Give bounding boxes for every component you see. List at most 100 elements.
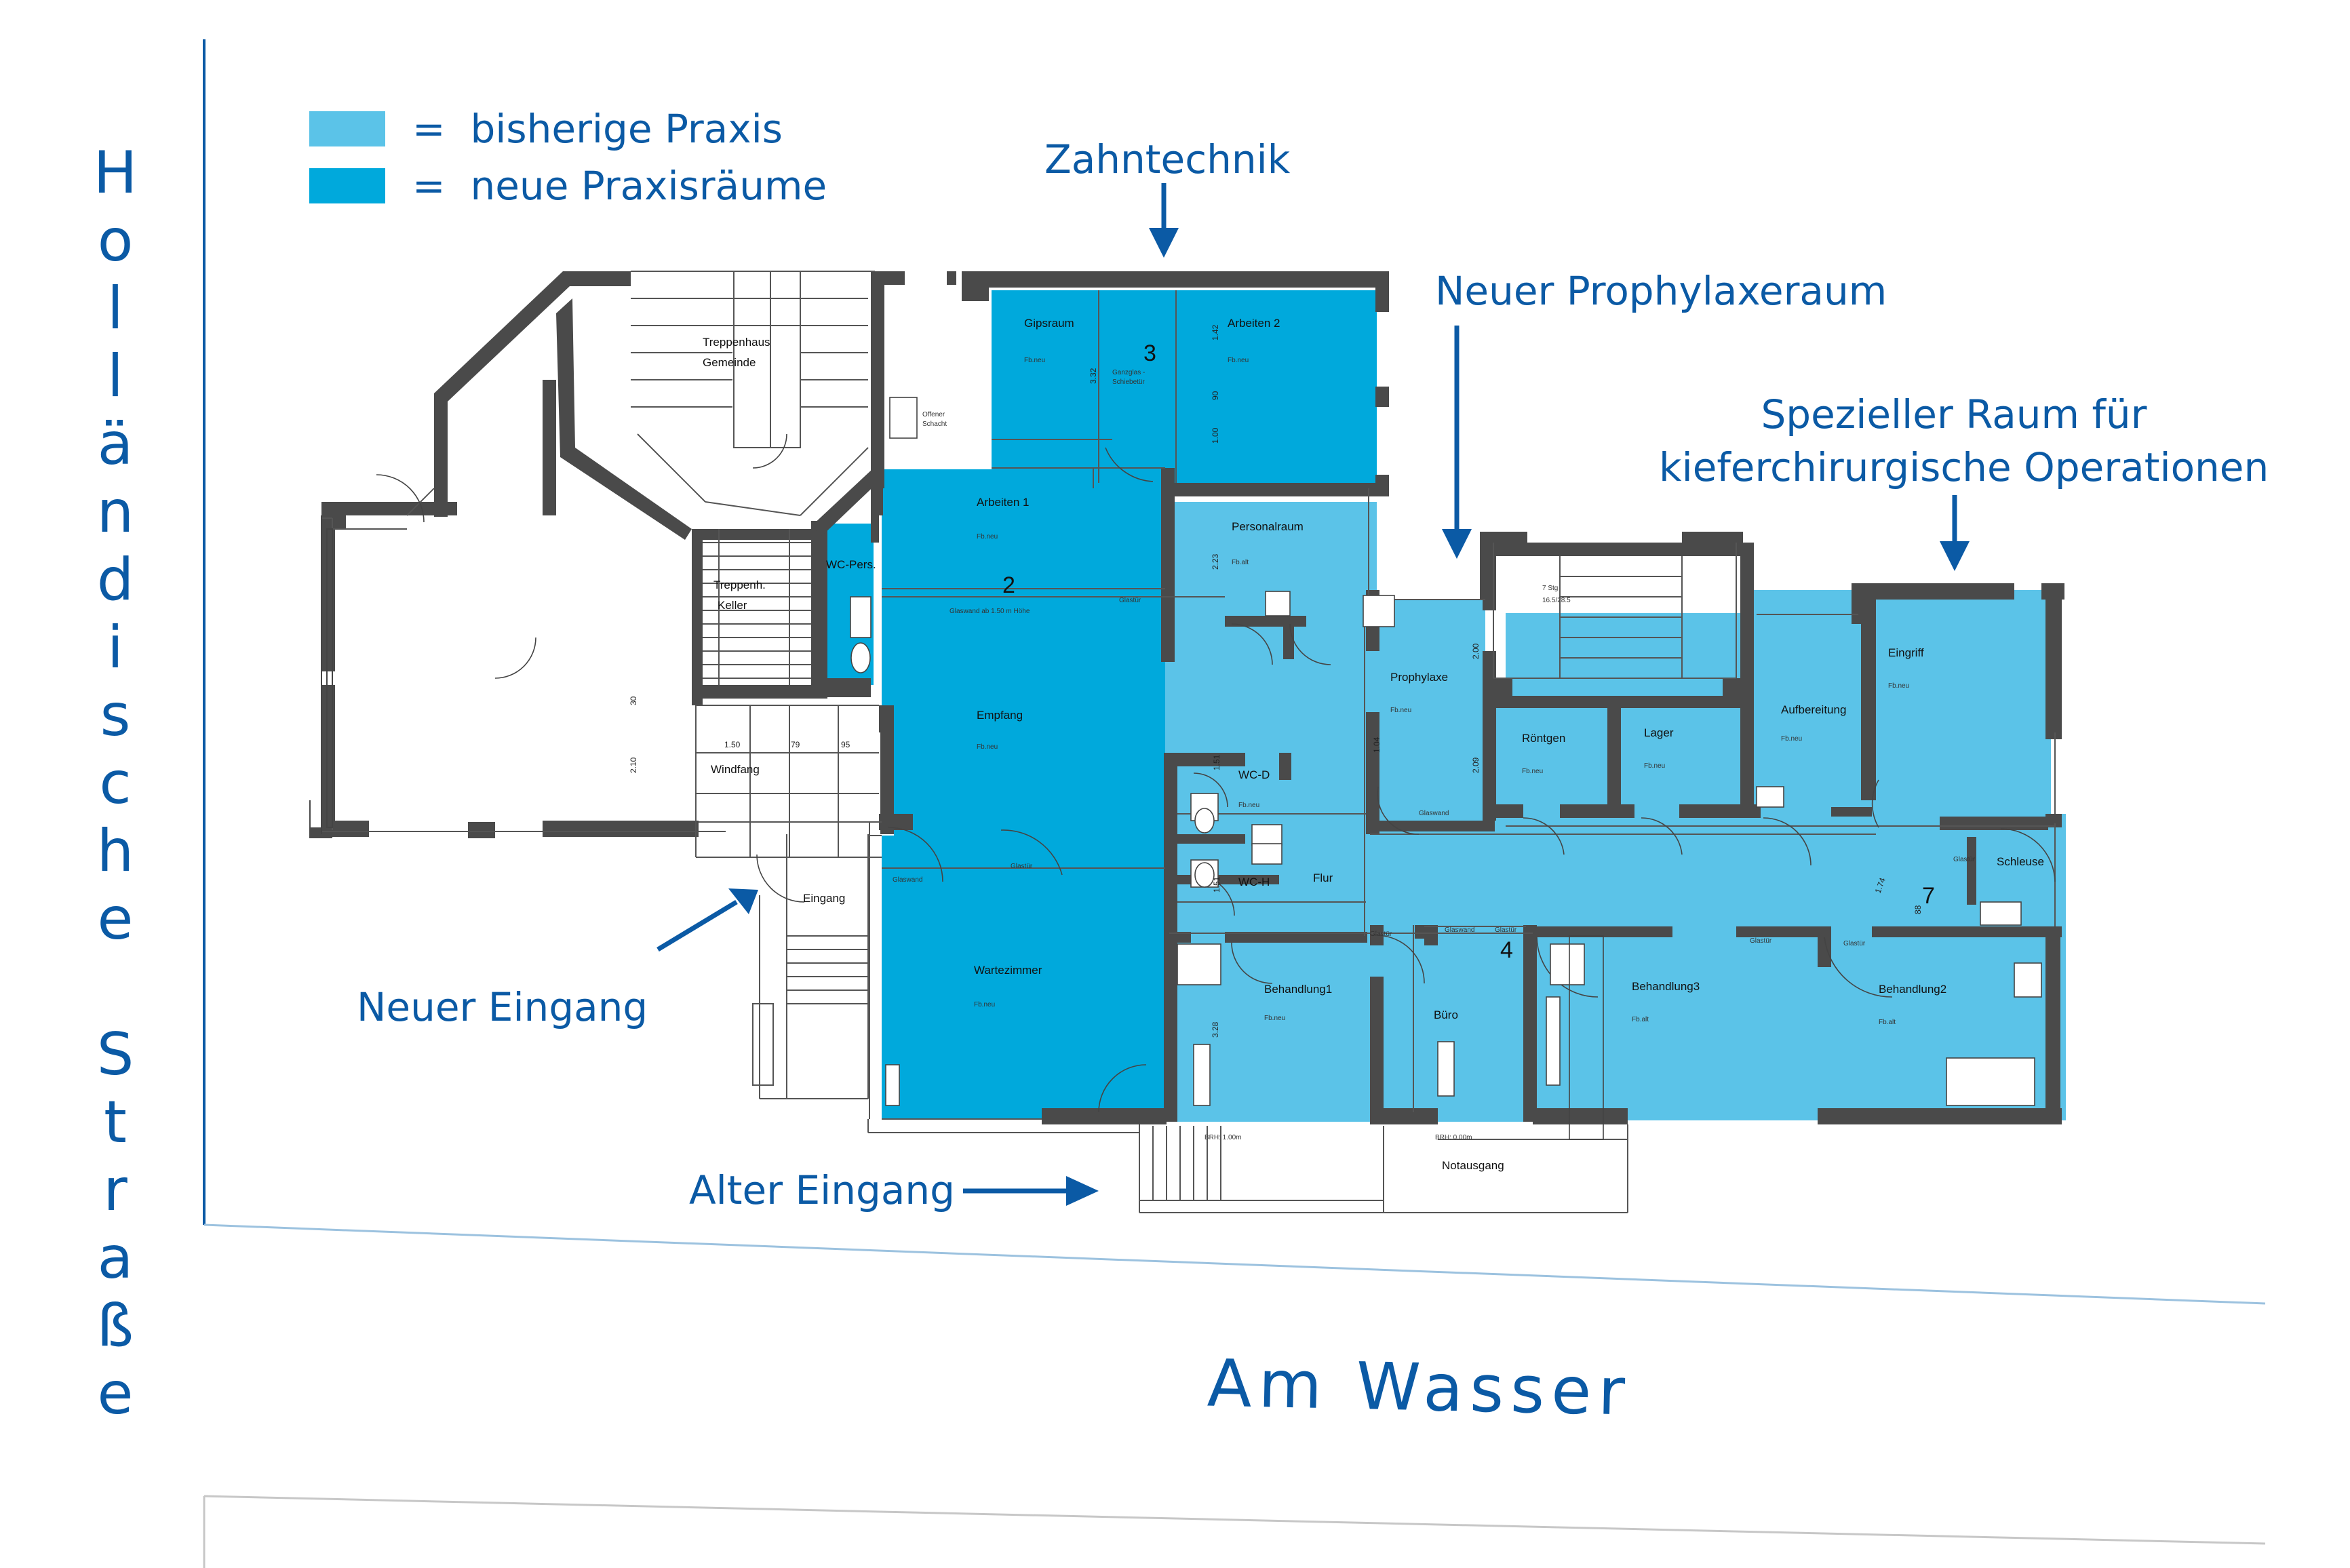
street-line-upper xyxy=(203,1223,2266,1305)
fb-label: Fb.alt xyxy=(1879,1019,1896,1026)
label-offener-schacht-2: Schacht xyxy=(922,420,947,428)
area-eingriff xyxy=(1876,597,2051,829)
label-empfang: Empfang xyxy=(977,709,1023,722)
label-arbeiten2: Arbeiten 2 xyxy=(1228,317,1280,330)
fb-label: Fb.neu xyxy=(1024,357,1045,364)
dim-label: 2.10 xyxy=(629,757,638,773)
street-letter: e xyxy=(97,1360,134,1428)
street-letter: h xyxy=(96,817,134,885)
label-flur: Flur xyxy=(1313,871,1333,884)
street-letter: s xyxy=(100,682,131,749)
room-number: 7 xyxy=(1922,883,1935,909)
area-zahntechnik xyxy=(992,290,1377,486)
label-lager: Lager xyxy=(1644,726,1674,739)
note-glastuer: Glastür xyxy=(1495,926,1517,934)
dim-label: 1.00 xyxy=(1211,427,1220,444)
notes: Glaswand ab 1.50 m Höhe Glastür Glastür … xyxy=(893,369,1976,1141)
label-eingriff: Eingriff xyxy=(1888,646,1924,659)
label-behandlung1: Behandlung1 xyxy=(1264,983,1332,996)
dim-label: 3.28 xyxy=(1211,1021,1220,1038)
arrow-neuer-eingang xyxy=(657,888,758,952)
left-building xyxy=(321,515,333,834)
callout-neuer-eingang: Neuer Eingang xyxy=(357,984,648,1030)
label-aufbereitung: Aufbereitung xyxy=(1781,703,1846,716)
fb-label: Fb.alt xyxy=(1632,1016,1649,1023)
fb-label: Fb.neu xyxy=(1390,707,1411,714)
street-letter: t xyxy=(104,1089,127,1156)
room-number: 3 xyxy=(1143,340,1156,366)
label-arbeiten1: Arbeiten 1 xyxy=(977,496,1030,509)
label-notausgang: Notausgang xyxy=(1442,1159,1504,1172)
area-arbeiten1-empfang-wartezimmer xyxy=(882,469,1165,1119)
street-line-lower xyxy=(203,1495,2266,1545)
fb-label: Fb.neu xyxy=(977,743,998,751)
note-glaswand: Glaswand xyxy=(1419,810,1449,817)
street-letter: n xyxy=(96,478,134,546)
fb-label: Fb.neu xyxy=(1781,735,1802,743)
fb-label: Fb.neu xyxy=(974,1001,995,1008)
fb-label: Fb.neu xyxy=(977,533,998,541)
dim-label: 1.50 xyxy=(724,740,741,749)
label-behandlung2: Behandlung2 xyxy=(1879,983,1946,996)
fb-label: Fb.neu xyxy=(1644,762,1665,770)
fb-labels: Fb.neu Fb.neu Fb.neu Fb.alt Fb.neu Fb.ne… xyxy=(974,357,1909,1026)
label-treppenh-keller-2: Keller xyxy=(718,599,747,612)
callout-prophylaxe: Neuer Prophylaxeraum xyxy=(1435,268,1887,314)
street-letter: ß xyxy=(96,1292,134,1360)
street-letter: a xyxy=(97,1224,134,1292)
note-ganzglas-2: Schiebetür xyxy=(1112,378,1145,386)
label-wc-h: WC-H xyxy=(1238,876,1270,888)
label-offener-schacht-1: Offener xyxy=(922,411,945,418)
callout-spezial: Spezieller Raum für kieferchirurgische O… xyxy=(1659,388,2269,494)
callout-zahntechnik: Zahntechnik xyxy=(1044,136,1291,182)
street-letter: o xyxy=(97,207,134,275)
street-letter: H xyxy=(93,139,138,207)
legend-item-neue: = neue Praxisräume xyxy=(309,163,827,209)
street-letter: l xyxy=(107,342,123,410)
dim-label: 2.23 xyxy=(1211,553,1220,570)
room-number: 2 xyxy=(1002,572,1015,598)
fixtures xyxy=(850,397,2042,1140)
note-glastuer: Glastür xyxy=(1119,597,1141,604)
callout-spezial-line2: kieferchirurgische Operationen xyxy=(1659,444,2269,491)
label-wc-pers: WC-Pers. xyxy=(826,558,876,571)
dim-label: 1.04 xyxy=(1372,737,1382,753)
dim-label: 79 xyxy=(791,740,800,749)
dim-label: 1.51 xyxy=(1212,876,1221,893)
door-swings xyxy=(376,433,2056,1113)
note-glastuer: Glastür xyxy=(1843,940,1866,947)
street-letter: d xyxy=(96,546,134,614)
label-buero: Büro xyxy=(1434,1008,1458,1021)
fb-label: Fb.neu xyxy=(1522,768,1543,775)
note-stg-dim: 16.5/28.5 xyxy=(1542,597,1571,604)
note-glaswand-hoehe: Glaswand ab 1.50 m Höhe xyxy=(949,608,1030,615)
dim-label: 2.09 xyxy=(1471,757,1481,773)
arrows xyxy=(657,183,1970,1206)
street-name-am-wasser: Am Wasser xyxy=(1206,1345,1632,1430)
note-glaswand: Glaswand xyxy=(893,876,922,884)
note-glastuer: Glastür xyxy=(1750,937,1772,945)
note-glastuer: Glastür xyxy=(1953,856,1976,863)
legend-text: = bisherige Praxis xyxy=(412,106,783,152)
dim-label: 1.42 xyxy=(1211,324,1220,340)
fb-label: Fb.alt xyxy=(1232,559,1249,566)
street-letter: e xyxy=(97,885,134,953)
legend-item-bisherige: = bisherige Praxis xyxy=(309,106,783,152)
room-labels: Treppenhaus Gemeinde Treppenh. Keller WC… xyxy=(703,317,2044,1172)
street-letter: c xyxy=(99,749,132,817)
fb-label: Fb.neu xyxy=(1238,802,1259,809)
legend-text: = neue Praxisräume xyxy=(412,163,827,209)
note-brh-0: BRH: 0.00m xyxy=(1435,1134,1472,1141)
label-treppenh-keller-1: Treppenh. xyxy=(713,579,766,591)
room-number: 4 xyxy=(1500,937,1513,963)
label-eingang: Eingang xyxy=(803,892,845,905)
note-brh-1: BRH: 1.00m xyxy=(1205,1134,1241,1141)
room-numbers: 2 3 4 7 xyxy=(1002,340,1935,963)
callout-spezial-line1: Spezieller Raum für xyxy=(1761,391,2147,437)
street-letter: S xyxy=(96,1021,134,1089)
arrow-prophylaxe xyxy=(1442,326,1472,559)
label-roentgen: Röntgen xyxy=(1522,732,1565,745)
legend-swatch xyxy=(309,168,385,203)
arrow-alter-eingang xyxy=(963,1176,1099,1206)
